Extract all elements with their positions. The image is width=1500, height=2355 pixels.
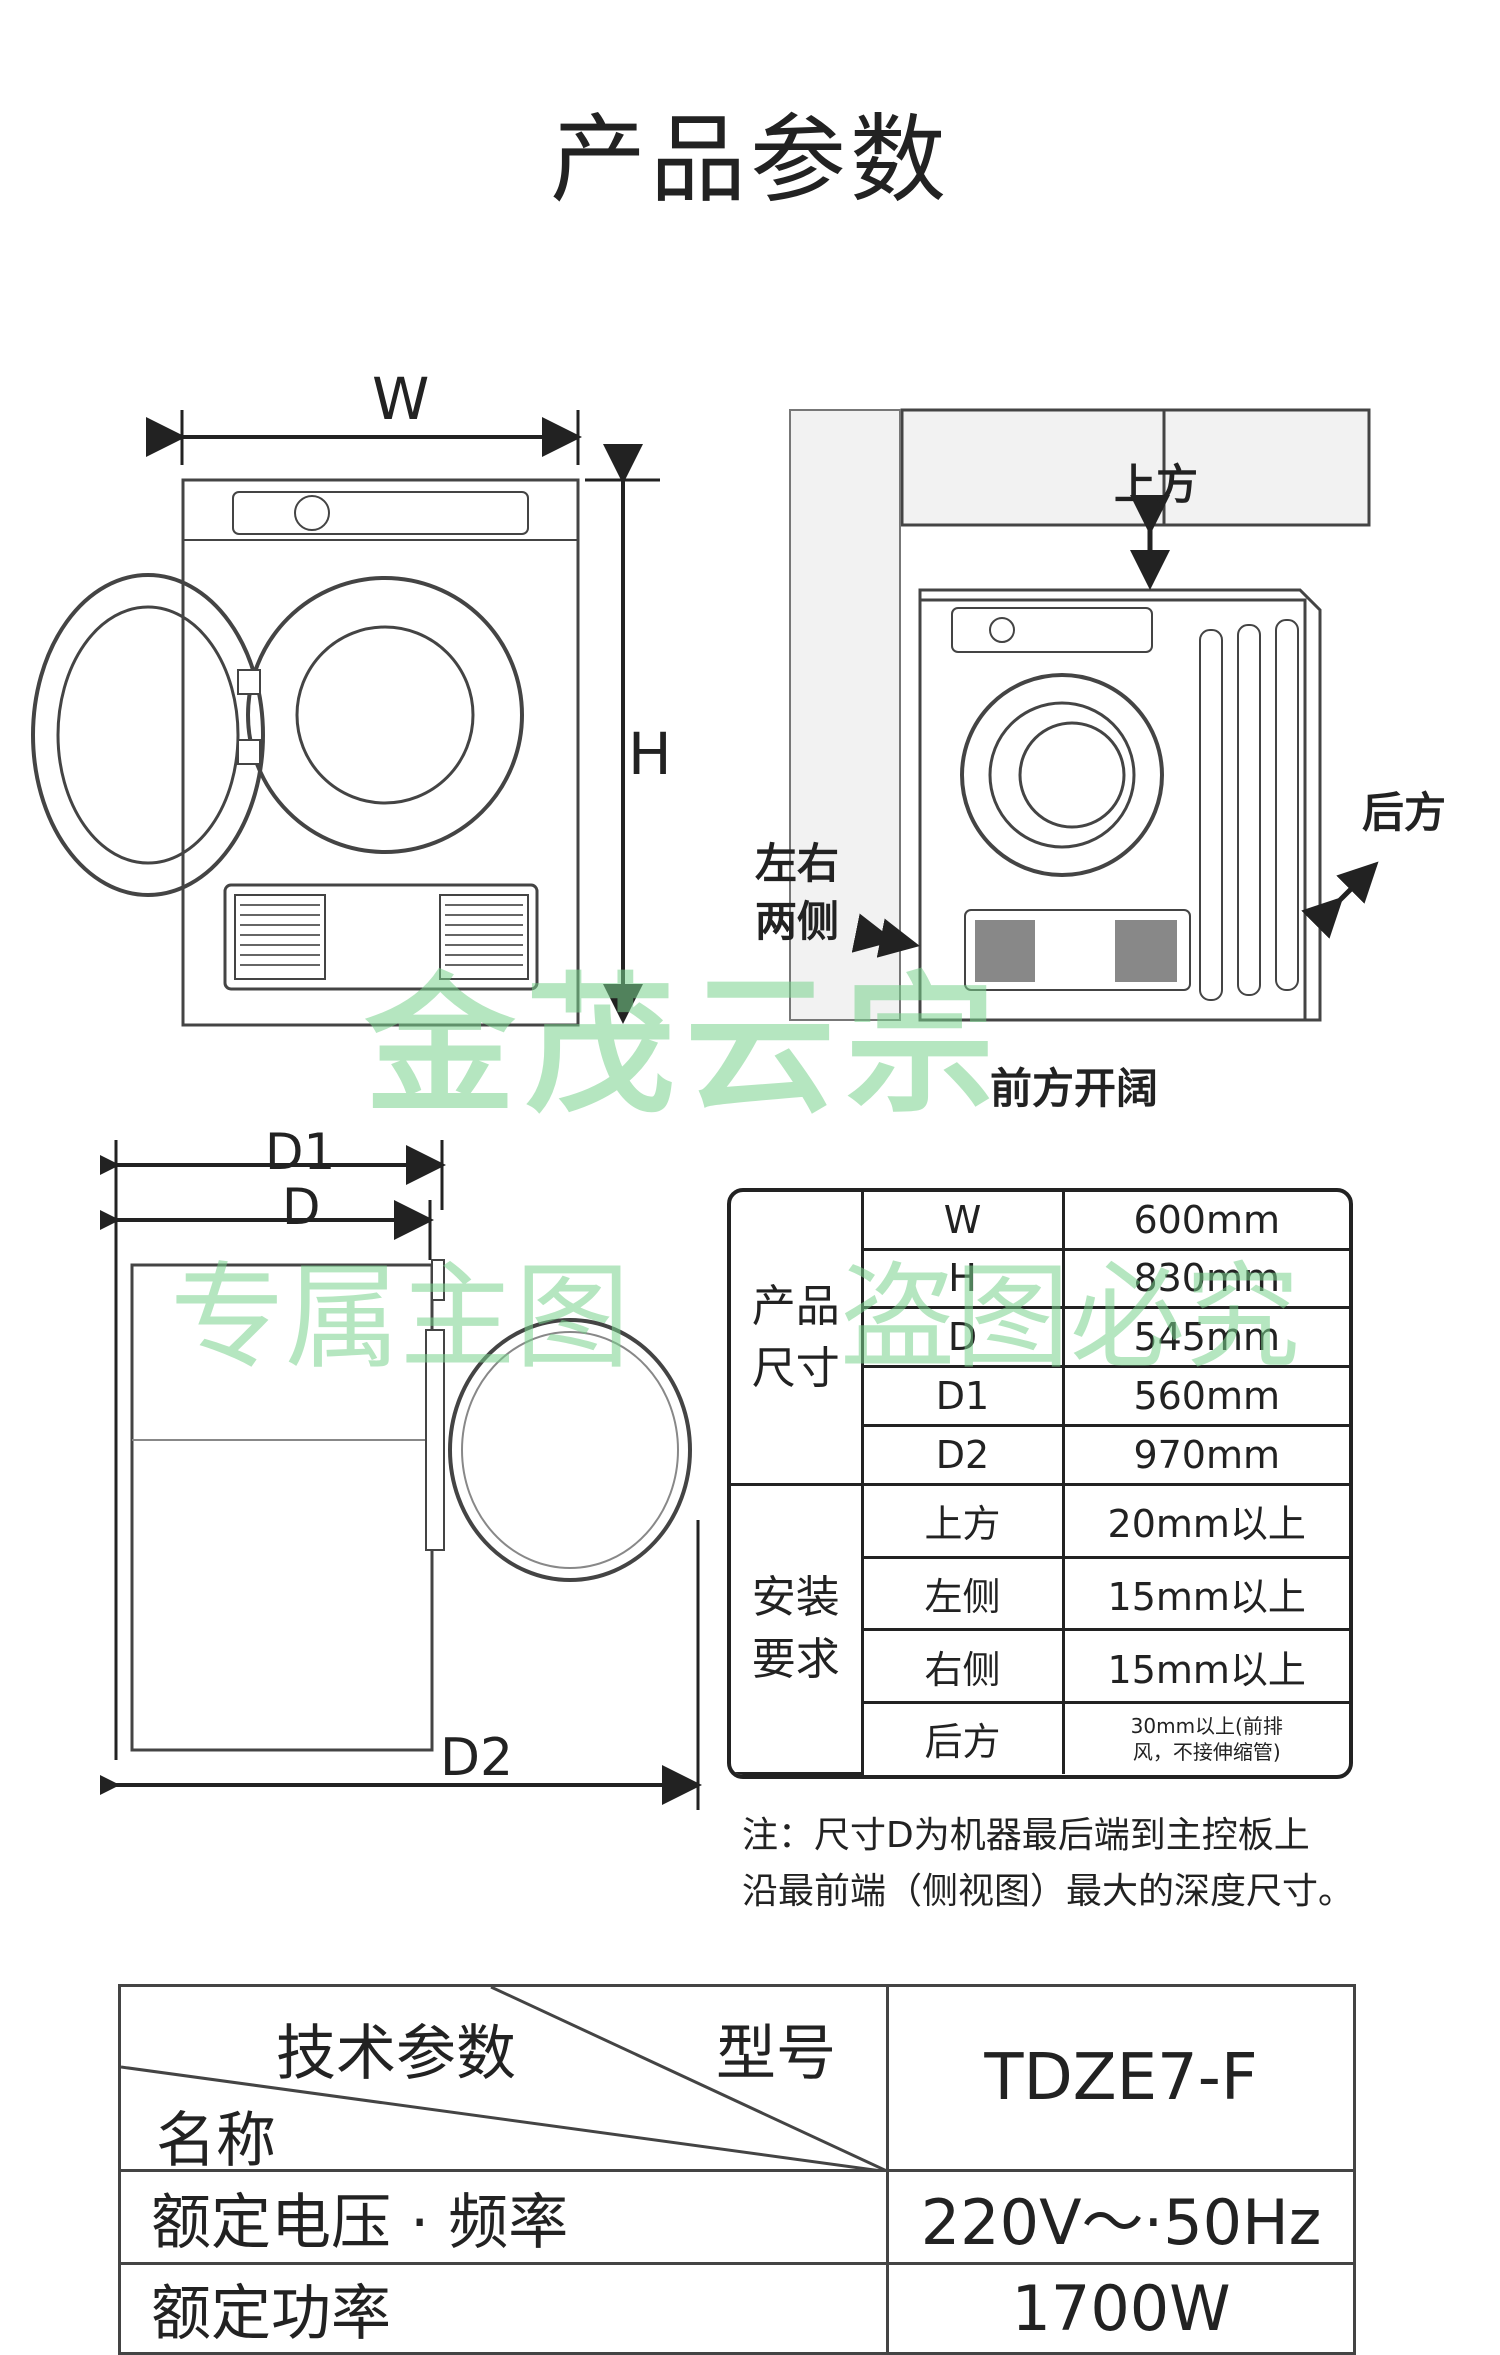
watermark-exclusive: 专属主图 — [170, 1251, 631, 1385]
front-height-label: H — [628, 720, 672, 788]
spec-name: D — [862, 1306, 1065, 1369]
table-row: D1 560mm — [731, 1365, 1349, 1428]
clearance-sides-label: 左右 两侧 — [755, 839, 840, 946]
watermark-brand: 金茂云宗 — [365, 960, 1006, 1134]
clearance-back-label: 后方 — [1362, 788, 1447, 837]
spec-name: 左侧 — [862, 1555, 1065, 1632]
tech-param-value: 1700W — [886, 2262, 1356, 2355]
clearance-front-label: 前方开阔 — [990, 1064, 1159, 1113]
table-row: H 830mm — [731, 1247, 1349, 1310]
table-row: 技术参数 型号 名称 TDZE7-F — [118, 1984, 1356, 2176]
spec-name: D2 — [862, 1424, 1065, 1487]
open-door — [31, 573, 265, 897]
open-door-side — [448, 1318, 692, 1582]
table-row: 产品 尺寸 W 600mm — [731, 1192, 1349, 1487]
tech-table: 技术参数 型号 名称 TDZE7-F 额定电压 · 频率 220V～·50Hz … — [118, 1984, 1356, 2355]
table-row: 额定电压 · 频率 220V～·50Hz — [118, 2169, 1356, 2265]
table-row: D2 970mm — [731, 1424, 1349, 1487]
front-view-diagram — [31, 410, 660, 1027]
note-line: 注：尺寸D为机器最后端到主控板上 — [742, 1815, 1310, 1856]
tech-header-cell: 技术参数 型号 名称 — [118, 1984, 889, 2176]
spec-value: 600mm — [1061, 1192, 1349, 1251]
spec-value: 30mm以上(前排 风，不接伸缩管) — [1061, 1701, 1349, 1774]
tech-param-name: 额定电压 · 频率 — [118, 2169, 889, 2265]
spec-name: D1 — [862, 1365, 1065, 1428]
table-row: D 545mm — [731, 1306, 1349, 1369]
model-value: TDZE7-F — [886, 1984, 1356, 2172]
clearance-top-label: 上方 — [1114, 460, 1199, 509]
tech-header-name: 名称 — [156, 2106, 276, 2176]
spec-name: 上方 — [860, 1483, 1065, 1559]
installation-diagram — [789, 408, 1379, 1022]
note-line: 沿最前端（侧视图）最大的深度尺寸。 — [742, 1871, 1355, 1912]
table-row: 安装 要求 上方 20mm以上 — [731, 1483, 1349, 1775]
spec-name: H — [862, 1247, 1065, 1310]
control-panel — [232, 491, 529, 535]
spec-name: 后方 — [862, 1701, 1065, 1774]
tech-param-name: 额定功率 — [118, 2262, 889, 2355]
table-row: 额定功率 1700W — [118, 2262, 1356, 2355]
spec-value: 545mm — [1061, 1306, 1349, 1369]
table-row: 左侧 15mm以上 — [731, 1555, 1349, 1632]
spec-value: 15mm以上 — [1061, 1555, 1349, 1632]
spec-value: 830mm — [1061, 1247, 1349, 1310]
side-depth2-label: D2 — [440, 1728, 514, 1788]
watermark-warning: 盗图必究 — [840, 1251, 1301, 1385]
spec-name: 右侧 — [862, 1628, 1065, 1705]
tech-param-value: 220V～·50Hz — [886, 2169, 1356, 2265]
header-diagonals — [121, 1987, 889, 2172]
front-width-label: W — [372, 365, 430, 433]
dryer-body-side — [130, 1263, 434, 1752]
side-depth1-label: D1 — [265, 1123, 336, 1181]
dimension-note: 注：尺寸D为机器最后端到主控板上 沿最前端（侧视图）最大的深度尺寸。 — [742, 1808, 1354, 1920]
side-depth-label: D — [282, 1178, 321, 1236]
size-group-label: 产品 尺寸 — [731, 1192, 864, 1487]
spec-value: 15mm以上 — [1061, 1628, 1349, 1705]
tech-header-model: 型号 — [716, 2019, 836, 2089]
page-title: 产品参数 — [550, 104, 950, 216]
table-row: 右侧 15mm以上 — [731, 1628, 1349, 1705]
spec-value: 560mm — [1061, 1365, 1349, 1428]
tech-header-top: 技术参数 — [276, 2019, 516, 2089]
install-group-label: 安装 要求 — [731, 1483, 864, 1775]
side-view-diagram — [100, 1140, 702, 1810]
spec-table: 产品 尺寸 W 600mm H 830mm D 545mm D1 560mm D… — [727, 1188, 1353, 1779]
spec-value: 970mm — [1061, 1424, 1349, 1487]
spec-name: W — [860, 1192, 1065, 1251]
spec-value: 20mm以上 — [1061, 1483, 1349, 1559]
table-row: 后方 30mm以上(前排 风，不接伸缩管) — [731, 1701, 1349, 1774]
